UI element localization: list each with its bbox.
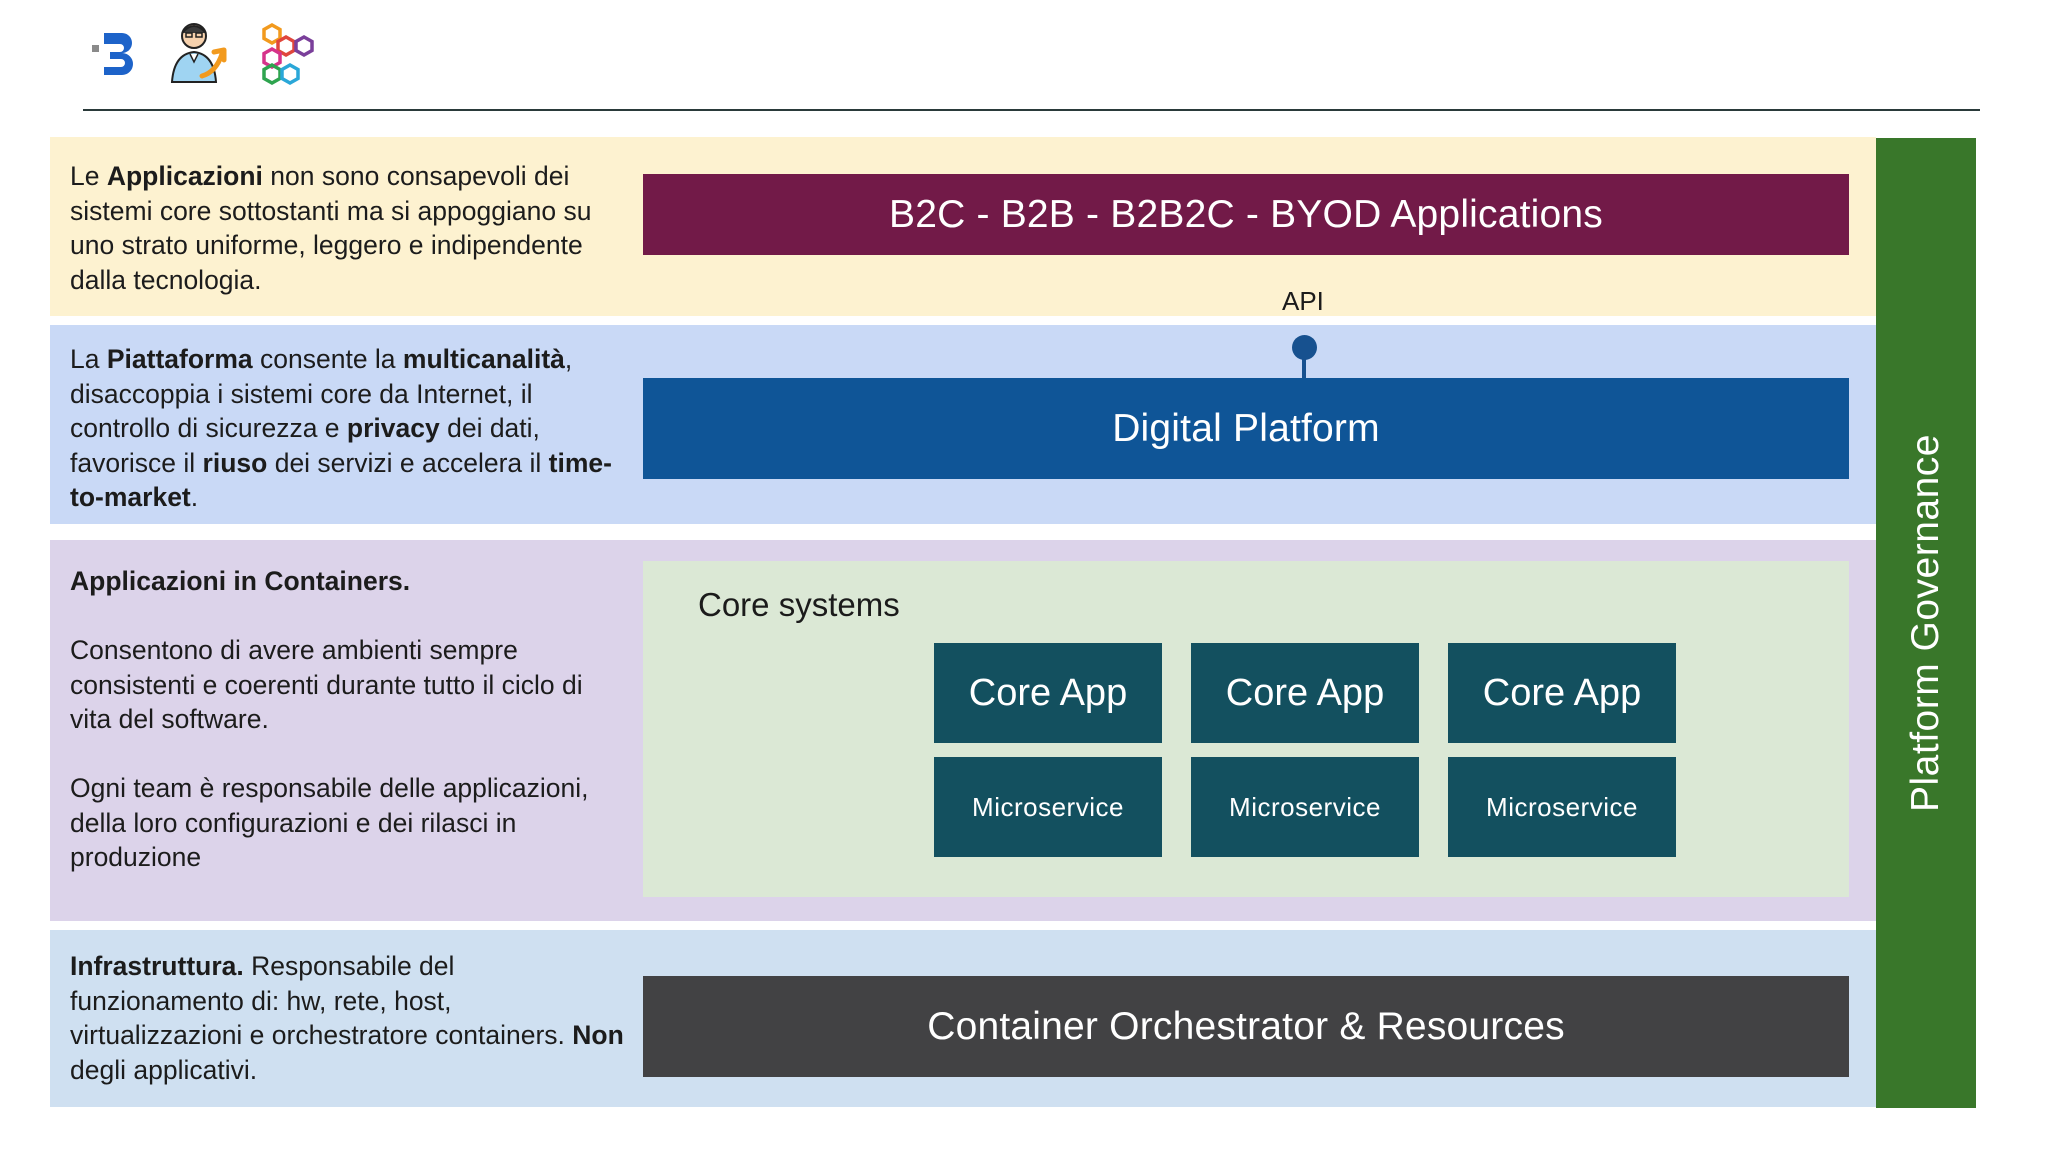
core-app-2: Core App [1191, 643, 1419, 743]
microservice-1: Microservice [934, 757, 1162, 857]
text-run: multicanalità [402, 344, 565, 374]
containers-heading: Applicazioni in Containers. [70, 566, 411, 596]
digital-platform-label: Digital Platform [1112, 406, 1380, 450]
text-run: La [70, 344, 107, 374]
logo-bar [80, 14, 318, 94]
microservice-3-label: Microservice [1486, 791, 1638, 822]
applications-bar: B2C - B2B - B2B2C - BYOD Applications [643, 174, 1849, 255]
text-run: degli applicativi. [70, 1054, 258, 1085]
brand-b-logo [92, 33, 133, 75]
core-app-3: Core App [1448, 643, 1676, 743]
platform-governance-bar: Platform Governance [1876, 138, 1976, 1108]
container-orchestrator-bar: Container Orchestrator & Resources [643, 976, 1849, 1077]
text-run: privacy [346, 413, 440, 443]
text-run: Responsabile del funzionamento di: hw, r… [70, 951, 573, 1050]
core-app-2-label: Core App [1225, 671, 1385, 714]
text-run: , disaccoppia i sistemi core da Internet… [70, 344, 573, 443]
microservice-2-label: Microservice [1229, 791, 1381, 822]
header-divider [83, 109, 1980, 111]
core-systems-title: Core systems [698, 586, 900, 623]
text-run: Infrastruttura. [70, 951, 244, 981]
core-systems-box: Core systems Core App Core App Core App … [643, 561, 1849, 897]
infrastructure-description: Infrastruttura. Responsabile del funzion… [70, 949, 630, 1087]
hexagons-logo [262, 22, 314, 86]
text-run: Applicazioni [106, 161, 263, 191]
microservice-1-label: Microservice [972, 791, 1124, 822]
container-orchestrator-label: Container Orchestrator & Resources [927, 1004, 1565, 1048]
api-label: API [1282, 286, 1324, 316]
core-app-1: Core App [934, 643, 1162, 743]
text-run: riuso [202, 447, 268, 478]
text-run: Piattaforma [106, 344, 253, 374]
microservice-2: Microservice [1191, 757, 1419, 857]
core-app-3-label: Core App [1482, 671, 1642, 714]
person-illustration-icon [170, 23, 227, 83]
text-run: time-to-market [70, 447, 612, 513]
text-run: dei dati, favorisce il [70, 413, 540, 478]
microservice-3: Microservice [1448, 757, 1676, 857]
text-run: Non [572, 1020, 624, 1050]
text-run: consente la [252, 344, 403, 374]
containers-paragraph-2: Ogni team è responsabile delle applicazi… [70, 773, 589, 872]
applications-bar-label: B2C - B2B - B2B2C - BYOD Applications [888, 192, 1604, 236]
text-run: . [190, 482, 199, 512]
text-run: Le [70, 161, 107, 191]
text-run: dei servizi e accelera il [267, 447, 549, 478]
platform-description: La Piattaforma consente la multicanalità… [70, 342, 630, 515]
api-connector-line [1302, 348, 1306, 378]
core-app-1-label: Core App [968, 671, 1128, 714]
platform-governance-label: Platform Governance [1904, 433, 1947, 813]
containers-paragraph-1: Consentono di avere ambienti sempre cons… [70, 635, 583, 734]
applications-description: Le Applicazioni non sono consapevoli dei… [70, 159, 630, 297]
containers-description: Applicazioni in Containers. Consentono d… [70, 564, 630, 875]
digital-platform-bar: Digital Platform [643, 378, 1849, 479]
api-connector-dot [1292, 335, 1317, 360]
text-run: non sono consapevoli dei sistemi core so… [70, 161, 592, 295]
